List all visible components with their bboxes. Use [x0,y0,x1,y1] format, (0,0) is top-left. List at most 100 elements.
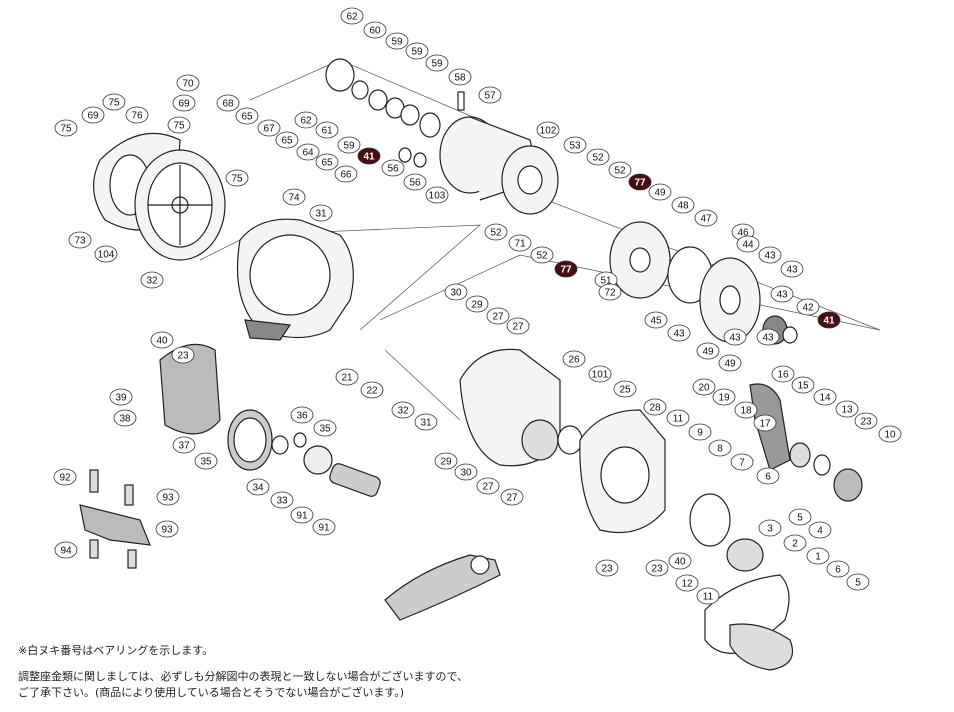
callout-4: 4 [808,521,832,539]
callout-number: 34 [252,483,264,494]
pinion-shaft [271,432,381,497]
callout-38: 38 [113,409,137,427]
callout-number: 59 [343,141,355,152]
callout-71: 71 [508,234,532,252]
callout-number: 62 [346,12,358,23]
callout-52: 52 [530,246,554,264]
callout-number: 44 [742,240,754,251]
callout-91: 91 [290,506,314,524]
callout-number: 68 [222,99,234,110]
main-body [236,218,354,341]
callout-number: 60 [369,26,381,37]
callout-number: 40 [156,336,168,347]
callout-number: 52 [536,251,548,262]
callout-number: 21 [341,373,353,384]
callout-65: 65 [235,107,259,125]
callout-number: 23 [651,564,663,575]
callout-number: 75 [173,121,185,132]
callout-number: 59 [391,37,403,48]
callout-number: 30 [450,288,462,299]
callout-number: 10 [884,430,896,441]
callout-number: 25 [619,385,631,396]
callout-number: 29 [440,457,452,468]
callout-number: 103 [429,191,446,202]
callout-48: 48 [671,196,695,214]
callout-72: 72 [598,283,622,301]
callout-number: 51 [600,276,612,287]
callout-number: 77 [634,178,646,189]
callout-16: 16 [771,365,795,383]
callout-number: 46 [737,228,749,239]
callout-32: 32 [140,271,164,289]
callout-number: 93 [162,493,174,504]
callout-56: 56 [381,159,405,177]
callout-6: 6 [756,467,780,485]
callout-number: 59 [411,47,423,58]
callout-number: 43 [786,265,798,276]
callout-2: 2 [783,534,807,552]
callout-number: 16 [777,370,789,381]
callout-number: 72 [604,288,616,299]
callout-22: 22 [360,381,384,399]
callout-77: 77 [628,173,652,191]
callout-21: 21 [335,368,359,386]
callout-number: 59 [431,59,443,70]
callout-number: 67 [263,124,275,135]
callout-number: 27 [482,482,494,493]
callout-32: 32 [391,401,415,419]
callout-20: 20 [692,378,716,396]
callout-27: 27 [486,307,510,325]
callout-number: 69 [87,111,99,122]
callout-49: 49 [696,342,720,360]
callout-74: 74 [282,188,306,206]
callout-number: 28 [649,403,661,414]
callout-69: 69 [172,94,196,112]
callout-number: 52 [490,228,502,239]
callout-number: 56 [409,178,421,189]
callout-44: 44 [736,235,760,253]
callout-number: 43 [776,290,788,301]
callout-18: 18 [734,401,758,419]
callout-number: 64 [302,148,314,159]
callout-number: 102 [540,126,557,137]
callout-number: 42 [802,303,814,314]
callout-41: 41 [357,147,381,165]
callout-number: 49 [724,359,736,370]
callout-number: 49 [702,347,714,358]
callout-number: 57 [484,91,496,102]
callout-number: 12 [681,579,693,590]
callout-102: 102 [536,121,560,139]
callout-13: 13 [835,400,859,418]
callout-number: 76 [131,111,143,122]
callout-number: 15 [797,381,809,392]
callout-number: 52 [592,153,604,164]
callout-number: 53 [569,141,581,152]
callout-59: 59 [425,54,449,72]
callout-35: 35 [194,452,218,470]
callout-number: 61 [321,126,333,137]
callout-3: 3 [758,519,782,537]
callout-labels: 6260595959585762615941565610310253525277… [53,7,902,605]
callout-36: 36 [290,406,314,424]
callout-43: 43 [770,285,794,303]
callout-number: 65 [281,136,293,147]
callout-number: 4 [817,526,823,537]
drag-plates [609,221,798,345]
callout-number: 27 [492,312,504,323]
callout-number: 2 [792,539,798,550]
callout-number: 62 [300,116,312,127]
callout-number: 20 [698,383,710,394]
callout-number: 73 [74,236,86,247]
callout-number: 47 [700,214,712,225]
callout-66: 66 [334,165,358,183]
callout-number: 38 [119,414,131,425]
callout-number: 3 [767,524,773,535]
spool [439,116,559,215]
frame-plate [134,149,226,261]
callout-7: 7 [730,453,754,471]
callout-56: 56 [403,173,427,191]
callout-number: 43 [764,251,776,262]
callout-77: 77 [554,260,578,278]
callout-number: 48 [677,201,689,212]
callout-73: 73 [68,231,92,249]
